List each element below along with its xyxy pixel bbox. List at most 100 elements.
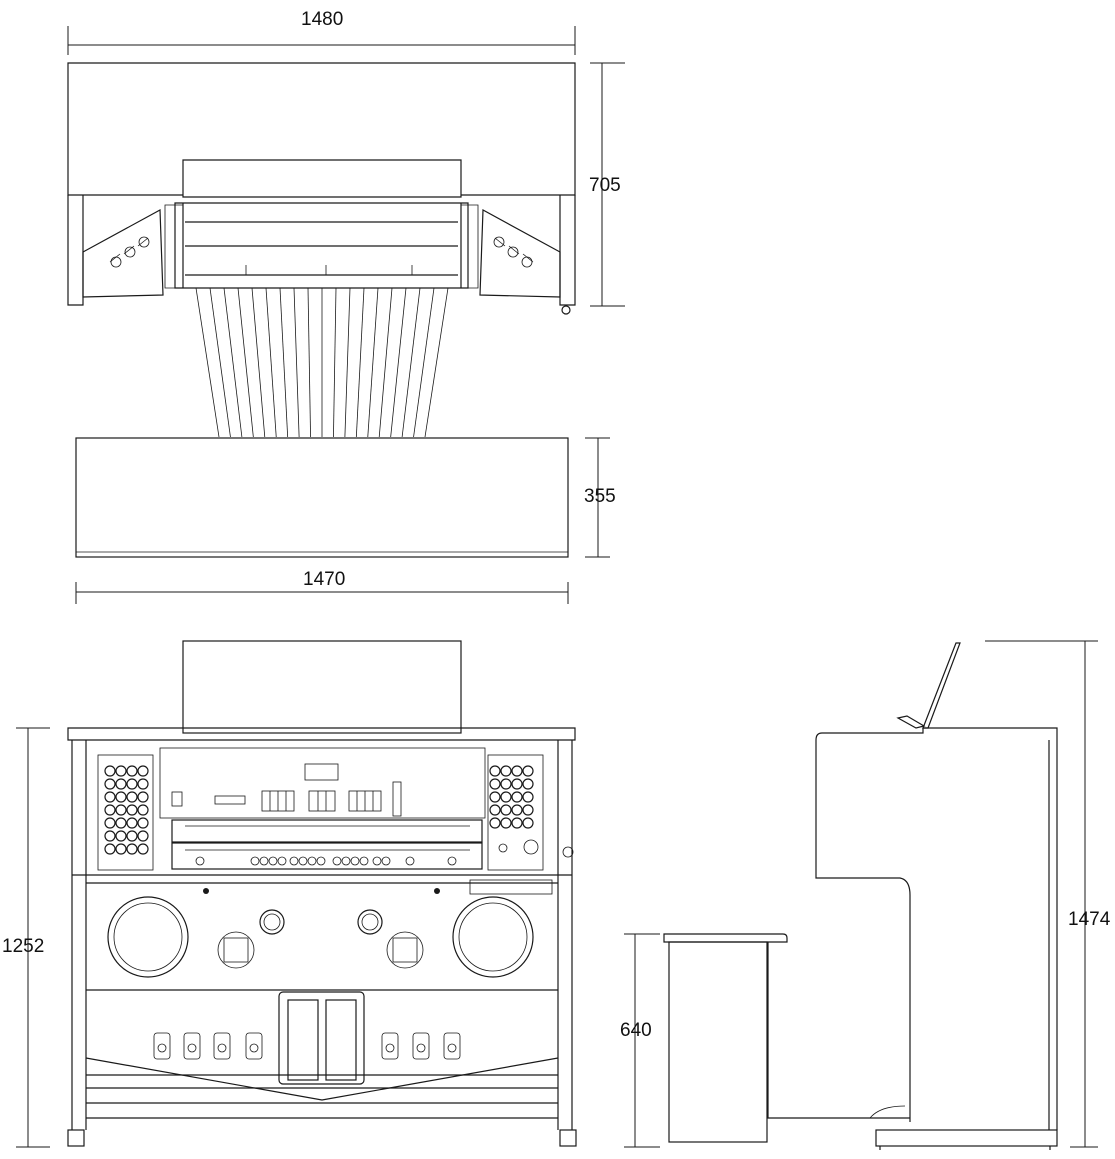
stop-knob[interactable]: [511, 765, 523, 777]
stop-knob[interactable]: [115, 765, 127, 777]
pedal-key-line: [367, 287, 379, 438]
stop-knob[interactable]: [511, 817, 523, 829]
stop-knob[interactable]: [522, 791, 534, 803]
stop-knob[interactable]: [115, 791, 127, 803]
stop-knob[interactable]: [137, 817, 149, 829]
stop-knob[interactable]: [115, 804, 127, 816]
stop-knob[interactable]: [137, 765, 149, 777]
stop-knob[interactable]: [126, 765, 138, 777]
pedal-key-line: [344, 287, 351, 438]
tweeter-right: [357, 909, 383, 935]
label-top-width: 1480: [301, 9, 344, 30]
stop-knob[interactable]: [489, 804, 501, 816]
speaker-right: [452, 896, 534, 978]
thumb-piston[interactable]: [195, 856, 205, 866]
pedal-key-line: [424, 287, 449, 438]
dim-line-bench-height: [624, 933, 660, 1148]
stop-knob[interactable]: [489, 791, 501, 803]
stop-knob[interactable]: [126, 804, 138, 816]
stop-knob[interactable]: [137, 778, 149, 790]
stop-knob[interactable]: [500, 778, 512, 790]
thumb-piston[interactable]: [277, 856, 287, 866]
thumb-piston-row: [195, 856, 457, 866]
dim-line-bench-depth: [585, 437, 610, 558]
stop-knob[interactable]: [500, 765, 512, 777]
toe-studs: [153, 1032, 461, 1060]
thumb-piston[interactable]: [447, 856, 457, 866]
midrange-left: [217, 931, 255, 969]
stop-knob[interactable]: [522, 778, 534, 790]
dimension-lines: [16, 26, 1098, 1148]
stop-knob[interactable]: [115, 830, 127, 842]
thumb-piston[interactable]: [307, 856, 317, 866]
stop-knob[interactable]: [500, 804, 512, 816]
stop-knob[interactable]: [126, 778, 138, 790]
toe-stud[interactable]: [245, 1032, 263, 1060]
stop-knob[interactable]: [104, 817, 116, 829]
top-bench: [75, 437, 569, 558]
pedal-key-line: [265, 287, 277, 438]
expression-pedals: [278, 991, 365, 1085]
stop-knob[interactable]: [500, 817, 512, 829]
thumb-piston[interactable]: [405, 856, 415, 866]
stop-knob[interactable]: [104, 765, 116, 777]
pedal-key-line: [209, 287, 231, 438]
top-toe-studs-right: [493, 236, 534, 268]
pedal-key-line: [237, 287, 254, 438]
stop-knob[interactable]: [104, 778, 116, 790]
stop-knob[interactable]: [500, 791, 512, 803]
stop-knob[interactable]: [489, 817, 501, 829]
stop-knobs-right: [489, 765, 534, 829]
stop-knob[interactable]: [104, 791, 116, 803]
stop-knob[interactable]: [137, 804, 149, 816]
stop-knob[interactable]: [511, 791, 523, 803]
thumb-piston[interactable]: [298, 856, 308, 866]
label-bench-height: 640: [620, 1020, 652, 1041]
pedal-key-line: [251, 287, 266, 438]
stop-knob[interactable]: [522, 765, 534, 777]
thumb-piston[interactable]: [341, 856, 351, 866]
dim-line-total-height: [985, 640, 1098, 1148]
stop-knob[interactable]: [126, 830, 138, 842]
thumb-piston[interactable]: [350, 856, 360, 866]
dim-line-top-width: [67, 26, 576, 55]
thumb-piston[interactable]: [372, 856, 382, 866]
stop-knob[interactable]: [522, 804, 534, 816]
toe-stud[interactable]: [381, 1032, 399, 1060]
front-view: [67, 640, 577, 1147]
stop-knob[interactable]: [511, 778, 523, 790]
dim-line-bench-width: [75, 582, 569, 604]
toe-stud[interactable]: [443, 1032, 461, 1060]
stop-knob[interactable]: [126, 843, 138, 855]
stop-knob[interactable]: [104, 804, 116, 816]
stop-knob[interactable]: [104, 830, 116, 842]
toe-stud[interactable]: [183, 1032, 201, 1060]
stop-knob[interactable]: [137, 843, 149, 855]
thumb-piston[interactable]: [381, 856, 391, 866]
stop-knob[interactable]: [126, 791, 138, 803]
stop-knob[interactable]: [115, 843, 127, 855]
toe-stud[interactable]: [213, 1032, 231, 1060]
stop-knob[interactable]: [115, 817, 127, 829]
thumb-piston[interactable]: [259, 856, 269, 866]
toe-stud[interactable]: [153, 1032, 171, 1060]
stop-knob[interactable]: [511, 804, 523, 816]
stop-knob[interactable]: [104, 843, 116, 855]
pedal-key-line: [390, 287, 407, 438]
thumb-piston[interactable]: [250, 856, 260, 866]
stop-knob[interactable]: [137, 830, 149, 842]
thumb-piston[interactable]: [316, 856, 326, 866]
stop-knob[interactable]: [489, 765, 501, 777]
toe-stud[interactable]: [412, 1032, 430, 1060]
stop-knob[interactable]: [126, 817, 138, 829]
stop-knob[interactable]: [115, 778, 127, 790]
thumb-piston[interactable]: [332, 856, 342, 866]
stop-knob[interactable]: [489, 778, 501, 790]
stop-knob[interactable]: [522, 817, 534, 829]
thumb-piston[interactable]: [359, 856, 369, 866]
stop-knob[interactable]: [137, 791, 149, 803]
thumb-piston[interactable]: [289, 856, 299, 866]
thumb-piston[interactable]: [268, 856, 278, 866]
pedal-key-line: [307, 287, 311, 438]
